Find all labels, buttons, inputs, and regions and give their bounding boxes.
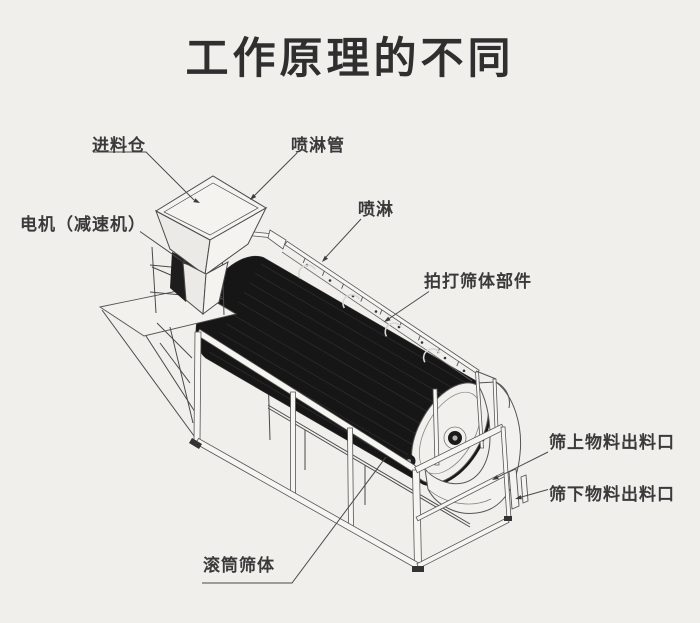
leader-oversize xyxy=(495,451,549,479)
foot xyxy=(504,516,512,521)
feed-hopper-part xyxy=(154,175,268,316)
leader-drum-screen xyxy=(202,456,387,584)
leader-spray-pipe xyxy=(251,152,298,199)
leader-lines xyxy=(93,151,549,584)
label-beater-parts: 拍打筛体部件 xyxy=(424,272,532,291)
leader-undersize xyxy=(517,489,549,499)
spray-pipe-part xyxy=(233,229,480,382)
foot xyxy=(412,566,424,572)
leader-arrowheads xyxy=(181,193,522,500)
beater-hooks xyxy=(298,264,441,363)
page-title: 工作原理的不同 xyxy=(185,35,515,83)
label-spray: 喷淋 xyxy=(358,200,394,219)
undersize-outlet-part xyxy=(508,468,529,510)
leader-motor xyxy=(139,231,183,262)
label-drum-screen: 滚筒筛体 xyxy=(203,556,275,575)
leader-beater xyxy=(386,291,430,321)
frame-near xyxy=(189,328,512,572)
leader-feed-hopper xyxy=(93,151,195,201)
label-undersize-outlet: 筛下物料出料口 xyxy=(549,485,675,504)
label-motor-reducer: 电机（减速机） xyxy=(20,215,146,234)
label-feed-hopper: 进料仓 xyxy=(92,136,146,155)
label-spray-pipe: 喷淋管 xyxy=(291,136,345,155)
foot xyxy=(189,438,202,449)
motor-reducer-part xyxy=(170,252,196,302)
label-oversize-outlet: 筛上物料出料口 xyxy=(549,433,675,452)
leader-spray xyxy=(325,218,362,258)
